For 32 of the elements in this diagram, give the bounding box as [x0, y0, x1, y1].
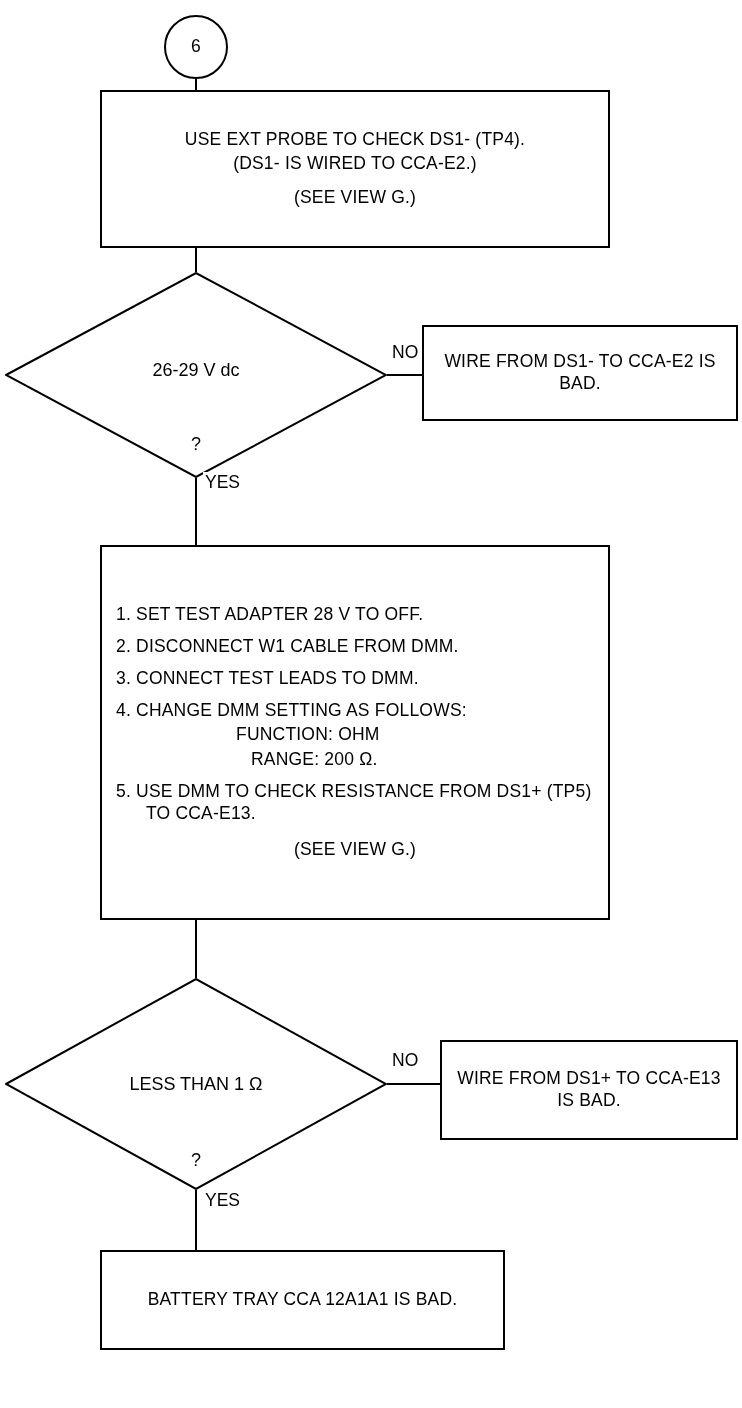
box-text: USE EXT PROBE TO CHECK DS1- (TP4). — [183, 129, 527, 152]
diamond-text: ? — [190, 1150, 202, 1171]
process-box — [100, 545, 610, 920]
box-text: (DS1- IS WIRED TO CCA-E2.) — [232, 153, 478, 175]
box-text: 6 — [190, 36, 202, 58]
connector-line — [195, 919, 197, 979]
process-box — [100, 1250, 505, 1350]
box-text: WIRE FROM DS1- TO CCA-E2 IS BAD. — [443, 351, 717, 395]
diamond-text: ? — [190, 434, 202, 455]
box-text: 3. CONNECT TEST LEADS TO DMM. — [116, 667, 420, 690]
box-text: 2. DISCONNECT W1 CABLE FROM DMM. — [116, 635, 460, 658]
connector-line — [195, 78, 197, 91]
box-text: BATTERY TRAY CCA 12A1A1 IS BAD. — [146, 1289, 459, 1311]
connector-line — [386, 1083, 441, 1085]
connector-line — [195, 477, 197, 546]
box-text: 1. SET TEST ADAPTER 28 V TO OFF. — [116, 604, 425, 626]
box-text: (SEE VIEW G.) — [292, 186, 418, 209]
box-text: 4. CHANGE DMM SETTING AS FOLLOWS: — [116, 699, 468, 722]
diamond-text: 26-29 V dc — [151, 360, 241, 381]
process-box — [440, 1040, 738, 1140]
box-text: (SEE VIEW G.) — [292, 839, 418, 861]
process-box — [100, 90, 610, 248]
box-text: WIRE FROM DS1+ TO CCA-E13 IS BAD. — [456, 1068, 722, 1112]
connector-circle — [164, 15, 228, 79]
process-box — [422, 325, 738, 421]
connector-line — [195, 1189, 197, 1251]
connector-line — [195, 247, 197, 273]
diamond-text: LESS THAN 1 Ω — [128, 1074, 264, 1095]
box-text: RANGE: 200 Ω. — [251, 749, 379, 772]
connector-line — [386, 374, 423, 376]
box-text: 5. USE DMM TO CHECK RESISTANCE FROM DS1+ (TP5) TO CCA-E13. — [116, 781, 593, 826]
box-text: FUNCTION: OHM — [236, 723, 381, 746]
